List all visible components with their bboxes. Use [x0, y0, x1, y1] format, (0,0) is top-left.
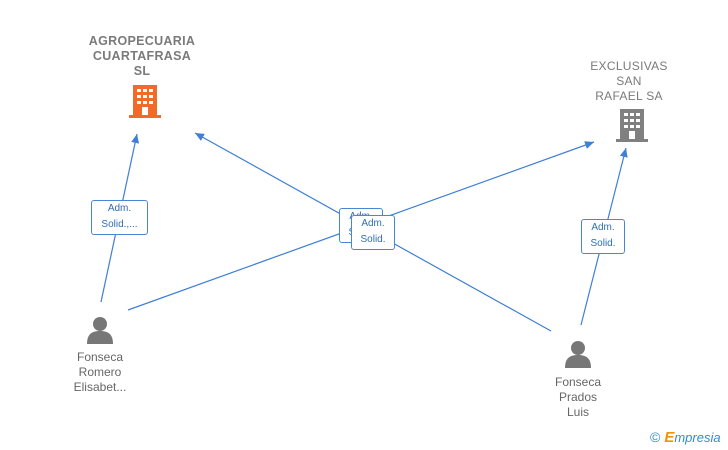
brand-initial: E: [664, 429, 675, 446]
person-icon[interactable]: [564, 340, 592, 373]
person-name-elisabet: Fonseca Romero Elisabet...: [73, 350, 127, 394]
role-label[interactable]: Adm. Solid.: [351, 215, 395, 250]
empresia-logo: ©Empresia: [650, 429, 721, 446]
person-icon[interactable]: [86, 316, 114, 349]
role-label[interactable]: Adm. Solid.: [581, 219, 625, 254]
company-name-agropecuaria: AGROPECUARIA CUARTAFRASA SL: [88, 34, 196, 78]
copyright-icon: ©: [650, 429, 661, 445]
person-name-luis: Fonseca Prados Luis: [554, 375, 602, 419]
building-icon[interactable]: [616, 107, 648, 148]
brand-name: mpresia: [674, 430, 721, 445]
building-icon[interactable]: [129, 83, 161, 124]
role-label[interactable]: Adm. Solid.,...: [91, 200, 148, 235]
company-name-exclusivas: EXCLUSIVAS SAN RAFAEL SA: [590, 59, 668, 103]
